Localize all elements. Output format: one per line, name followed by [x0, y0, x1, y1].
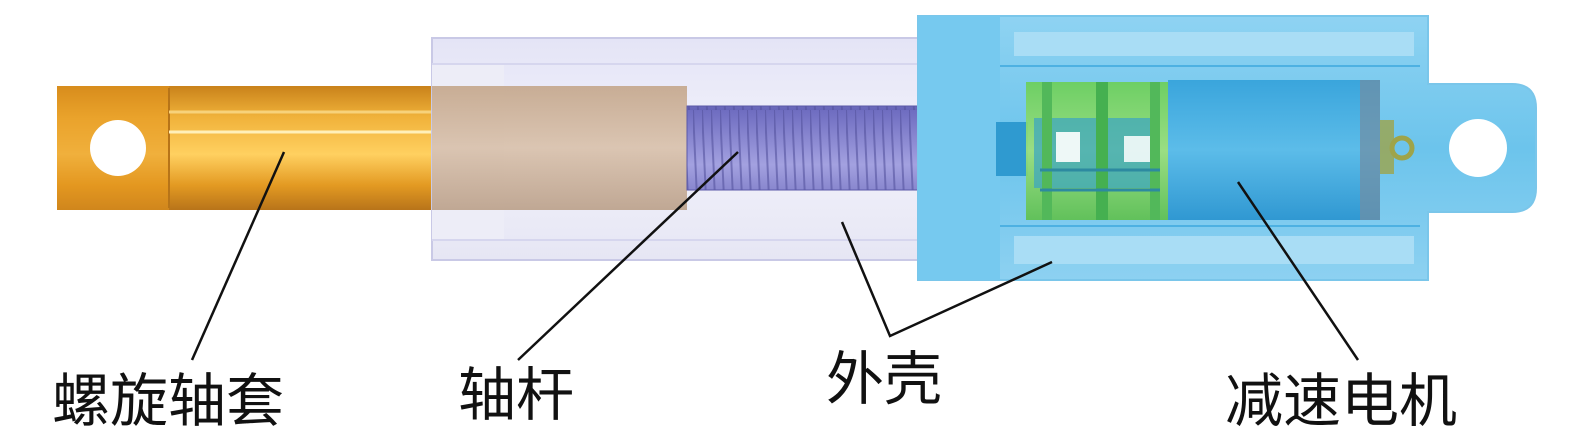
label-geared-motor: 减速电机: [1225, 367, 1458, 435]
leader-motor: [1236, 181, 1360, 361]
label-shaft: 轴杆: [458, 361, 575, 429]
sleeve-mount-hole: [90, 120, 146, 176]
label-shell: 外壳: [826, 345, 943, 413]
screw-nut: [432, 86, 687, 210]
housing-mount-hole: [1449, 119, 1507, 177]
gearbox: [996, 82, 1168, 220]
leader-sleeve: [190, 151, 286, 361]
leader-shaft: [517, 151, 739, 361]
label-spiral-sleeve: 螺旋轴套: [52, 367, 285, 435]
lead-screw: [686, 105, 924, 191]
leader-lines: [190, 151, 1360, 361]
geared-motor: [1168, 80, 1415, 220]
leader-shell: [840, 221, 1053, 338]
spiral-sleeve: [57, 86, 437, 210]
